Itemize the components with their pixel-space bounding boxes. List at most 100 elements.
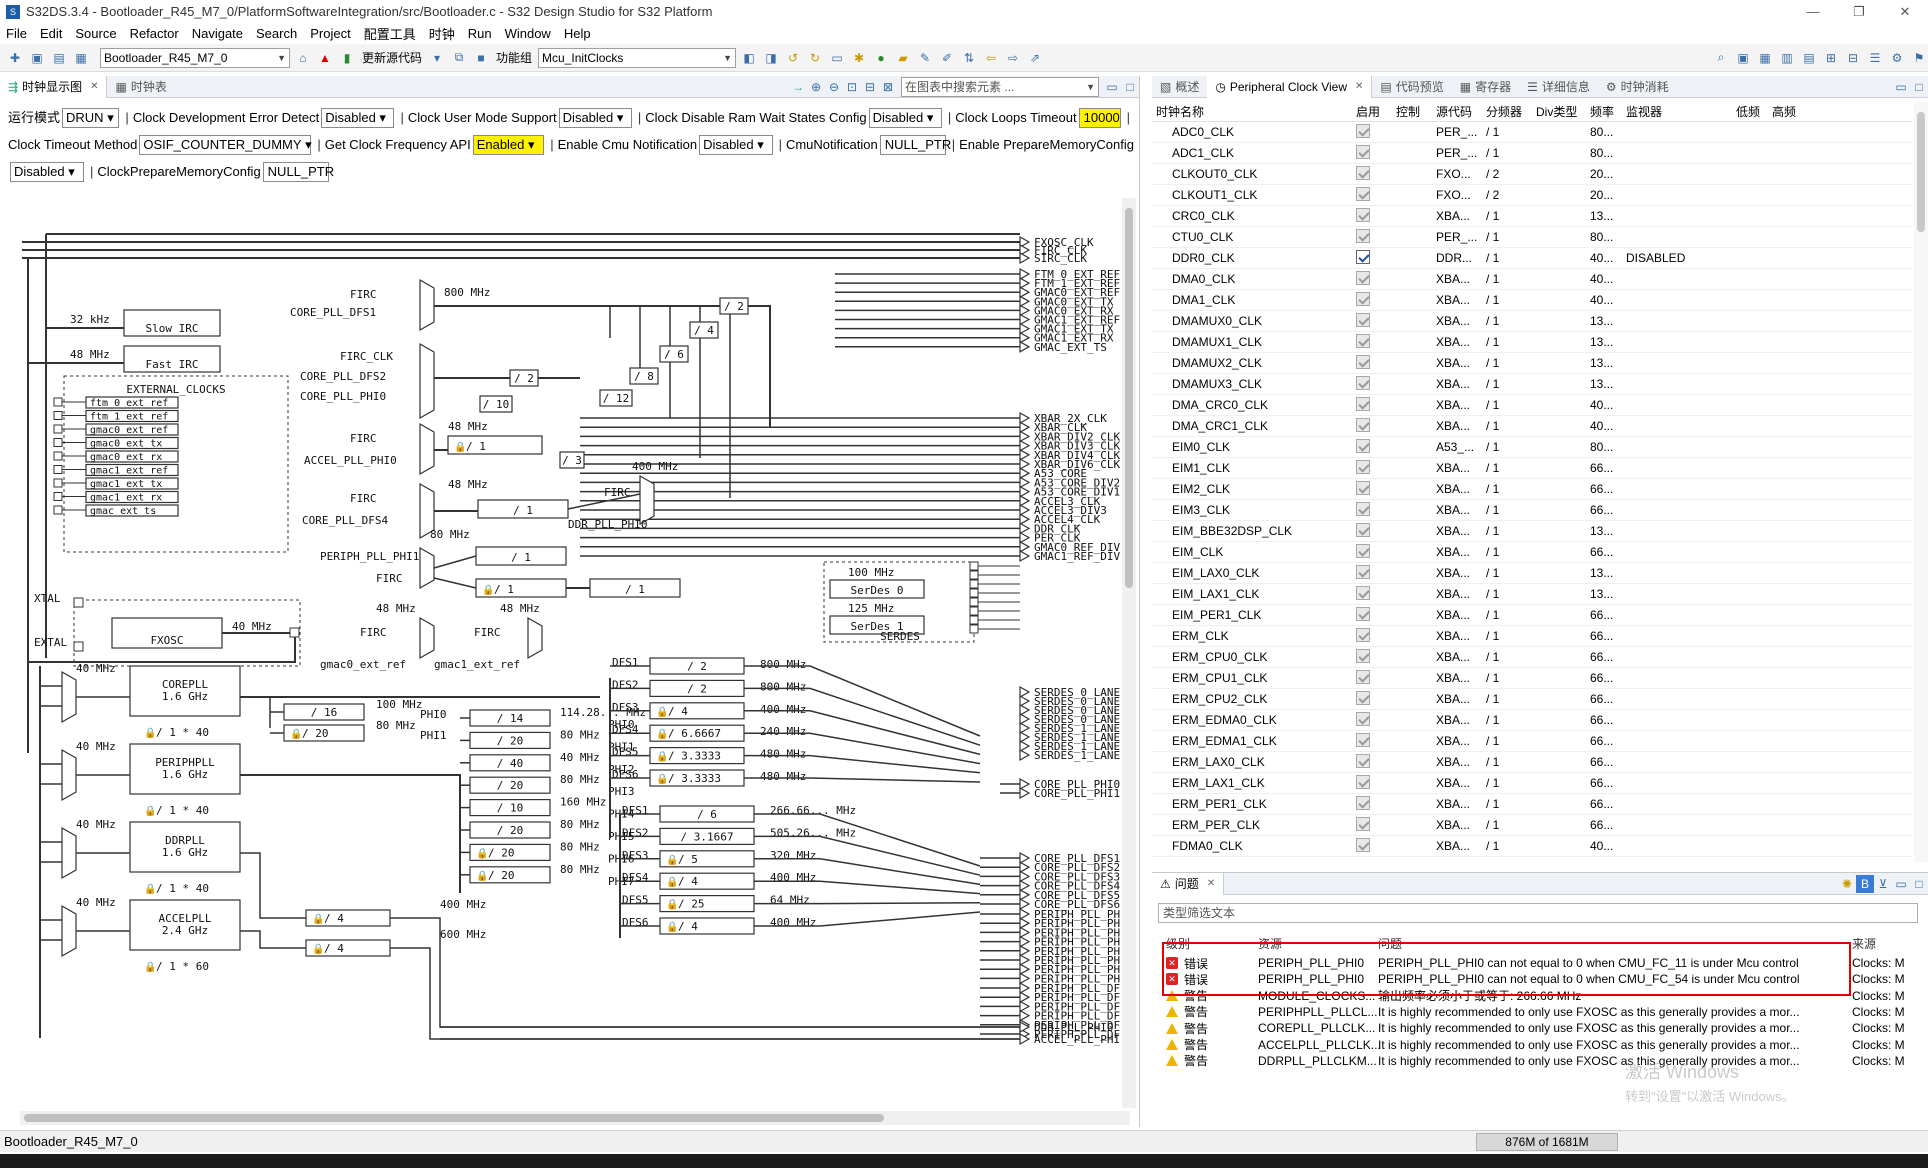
back-icon[interactable]: ⇦ xyxy=(986,50,997,65)
checkbox[interactable] xyxy=(1356,564,1370,579)
checkbox[interactable] xyxy=(1356,732,1370,747)
col-source[interactable]: 来源 xyxy=(1852,937,1877,951)
checkbox[interactable] xyxy=(1356,690,1370,705)
tool-icon-1[interactable]: ◧ xyxy=(743,50,755,65)
menu-config-tools[interactable]: 配置工具 xyxy=(363,26,416,42)
ext-clock-box[interactable] xyxy=(85,504,179,517)
scroll-thumb[interactable] xyxy=(1125,208,1133,588)
checkbox[interactable] xyxy=(1356,543,1370,558)
col-div-type[interactable]: Div类型 xyxy=(1536,105,1578,119)
maximize-view-icon[interactable]: □ xyxy=(1915,876,1923,891)
run-mode-select[interactable]: DRUN ▾ xyxy=(62,107,120,128)
cell-enable-checkbox[interactable] xyxy=(1352,774,1392,792)
checkbox[interactable] xyxy=(1356,123,1370,138)
cell-enable-checkbox[interactable] xyxy=(1352,627,1392,645)
cell-enable-checkbox[interactable] xyxy=(1352,501,1392,519)
ext-clock-box[interactable] xyxy=(85,490,179,504)
clock-prepare-input[interactable]: NULL_PTR xyxy=(262,161,334,182)
diagram-horizontal-scrollbar[interactable] xyxy=(20,1111,1130,1125)
cell-enable-checkbox[interactable] xyxy=(1352,564,1392,582)
serdes-lane-pin[interactable] xyxy=(969,570,979,580)
checkbox[interactable] xyxy=(1356,753,1370,768)
tab-overview[interactable]: ▧概述 xyxy=(1160,79,1200,95)
user-mode-select[interactable]: Disabled ▾ xyxy=(558,107,632,128)
checkbox[interactable] xyxy=(1356,711,1370,726)
menu-refactor[interactable]: Refactor xyxy=(129,25,179,41)
warning-icon[interactable]: ▲ xyxy=(319,50,331,65)
pll-box-corepll[interactable] xyxy=(129,665,241,717)
mux-pll-periphpll[interactable] xyxy=(61,748,77,802)
maximize-view-icon[interactable]: □ xyxy=(1126,79,1134,94)
checkbox[interactable] xyxy=(1356,585,1370,600)
forward-icon[interactable]: ⇨ xyxy=(1008,50,1019,65)
div-accel-3-box[interactable] xyxy=(559,451,585,469)
perspective-icon-9[interactable]: ⚑ xyxy=(1913,50,1925,65)
checkbox[interactable] xyxy=(1356,459,1370,474)
checkbox[interactable] xyxy=(1356,606,1370,621)
ram-wait-select[interactable]: Disabled ▾ xyxy=(868,107,942,128)
dev-error-select[interactable]: Disabled ▾ xyxy=(321,107,395,128)
cell-enable-checkbox[interactable] xyxy=(1352,333,1392,351)
cell-enable-checkbox[interactable] xyxy=(1352,207,1392,225)
checkbox[interactable] xyxy=(1356,795,1370,810)
pll-box-periphpll[interactable] xyxy=(129,743,241,795)
tab-clock-consumption[interactable]: ⚙时钟消耗 xyxy=(1605,79,1669,95)
fxosc-box[interactable] xyxy=(111,617,223,649)
col-divider[interactable]: 分频器 xyxy=(1486,105,1523,119)
tab-registers[interactable]: ▦寄存器 xyxy=(1459,79,1512,95)
tool-icon-3[interactable]: ↺ xyxy=(788,50,799,65)
div-xbar-10-box[interactable] xyxy=(479,395,513,413)
mux-pll-corepll[interactable] xyxy=(61,670,77,724)
col-control[interactable]: 控制 xyxy=(1396,105,1421,119)
zoom-in-icon[interactable]: ⊕ xyxy=(810,79,822,94)
timeout-method-select[interactable]: OSIF_COUNTER_DUMMY ▾ xyxy=(139,134,312,155)
tab-details[interactable]: ☰详细信息 xyxy=(1527,79,1590,95)
scroll-thumb[interactable] xyxy=(1917,112,1925,232)
div-12-box[interactable] xyxy=(599,389,633,407)
div-6-box[interactable] xyxy=(659,345,689,363)
cell-enable-checkbox[interactable] xyxy=(1352,312,1392,330)
menu-source[interactable]: Source xyxy=(75,25,117,41)
ext-clock-pin[interactable] xyxy=(53,492,63,501)
menu-navigate[interactable]: Navigate xyxy=(191,25,244,41)
diagram-search-input[interactable]: 在图表中搜索元素 ...▼ xyxy=(901,76,1099,97)
minimize-view-icon[interactable]: ▭ xyxy=(1895,876,1907,891)
cell-enable-checkbox[interactable] xyxy=(1352,648,1392,666)
ext-clock-pin[interactable] xyxy=(53,424,63,434)
cell-enable-checkbox[interactable] xyxy=(1352,690,1392,708)
cell-enable-checkbox[interactable] xyxy=(1352,522,1392,540)
checkbox[interactable] xyxy=(1356,522,1370,537)
mux-accel[interactable] xyxy=(419,422,435,476)
mux-ddr[interactable] xyxy=(419,482,435,540)
div-4-box[interactable] xyxy=(689,321,719,339)
cell-enable-checkbox[interactable] xyxy=(1352,375,1392,393)
close-icon[interactable]: ✕ xyxy=(1355,81,1364,92)
cell-enable-checkbox[interactable] xyxy=(1352,291,1392,309)
menu-project[interactable]: Project xyxy=(310,25,351,41)
checkbox[interactable] xyxy=(1356,774,1370,789)
col-resource[interactable]: 资源 xyxy=(1258,937,1283,951)
cmu-notif-select[interactable]: Disabled ▾ xyxy=(699,134,773,155)
ext-clock-box[interactable] xyxy=(85,436,179,450)
arrow-right-icon[interactable]: → xyxy=(792,79,804,94)
tab-code-preview[interactable]: ▤代码预览 xyxy=(1380,79,1444,95)
checkbox[interactable] xyxy=(1356,333,1370,348)
zoom-actual-icon[interactable]: ⊟ xyxy=(864,79,876,94)
checkbox[interactable] xyxy=(1356,396,1370,411)
cmu-notification-input[interactable]: NULL_PTR xyxy=(879,134,951,155)
mux-pll-ddrpll[interactable] xyxy=(61,826,77,880)
